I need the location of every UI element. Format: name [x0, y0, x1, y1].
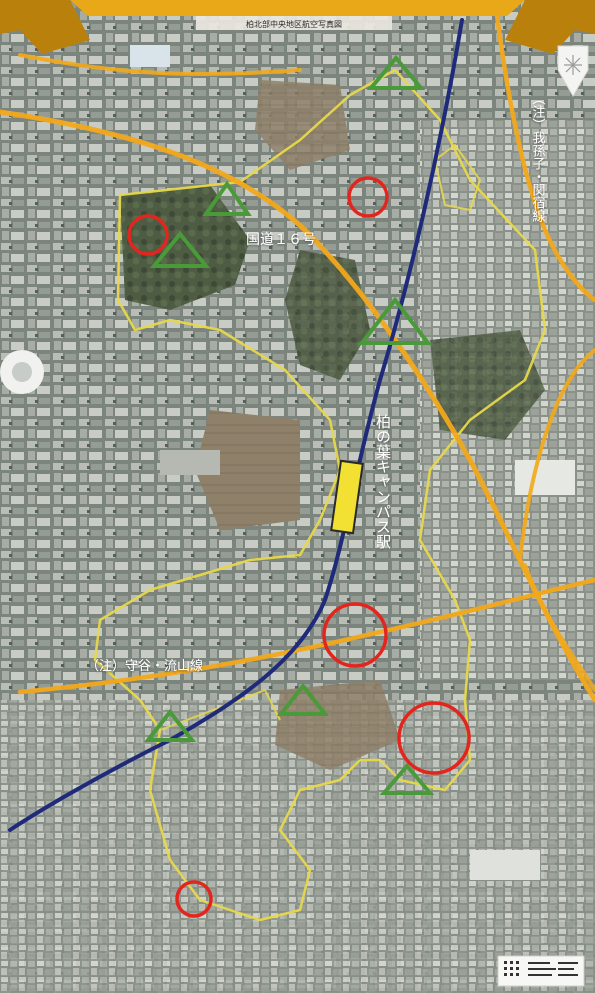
circle-marker [322, 602, 388, 668]
circle-marker [175, 880, 213, 918]
compass-north-icon [557, 45, 589, 98]
cleared-field-south [275, 680, 400, 770]
rail-yard [160, 450, 220, 475]
southeast-road [523, 563, 595, 692]
abiko-line-label: （注）我孫子・関宿線 [530, 92, 546, 222]
triangle-marker [379, 762, 435, 795]
circle-marker [397, 701, 471, 775]
east-road [518, 348, 595, 562]
district-boundary-west [93, 194, 361, 922]
railway-line [8, 18, 464, 832]
triangle-marker [276, 682, 330, 716]
title-banner: 柏北部中央地区航空写真図 [0, 0, 595, 54]
moriya-line-label: （注）守谷・流山線 [86, 658, 203, 674]
north-road [18, 53, 302, 77]
route16-label: 国道１６号 [246, 232, 316, 248]
circle-marker [347, 176, 389, 218]
large-roof [515, 460, 575, 495]
district-boundary-inner [433, 143, 482, 212]
triangle-markers [143, 54, 435, 795]
banner-left-tail [0, 0, 90, 54]
banner-right-tail [505, 0, 595, 54]
moriya-line-road [17, 577, 595, 695]
cleared-field-center [195, 410, 300, 530]
publisher-badge-icon [497, 955, 585, 987]
round-building-core [12, 362, 32, 382]
subtitle-plate [196, 16, 392, 30]
banner-ribbon [70, 0, 525, 16]
district-boundary-north [119, 68, 547, 792]
station-marker [330, 459, 364, 535]
triangle-marker [149, 230, 211, 268]
district-boundary [93, 68, 547, 922]
cleared-field-north [255, 80, 350, 170]
station-label: 柏の葉キャンパス駅 [374, 414, 392, 549]
circle-markers [127, 176, 471, 918]
district-boundary-southwest [159, 688, 281, 731]
abiko-line-road [492, 0, 595, 303]
banner-subtitle: 柏北部中央地区航空写真図 [246, 19, 342, 29]
forest-east [430, 330, 545, 440]
triangle-marker [143, 708, 197, 742]
triangle-marker [202, 180, 252, 216]
pool-building [130, 45, 170, 67]
triangle-marker [366, 54, 426, 90]
triangle-marker [357, 296, 433, 345]
circle-marker [127, 214, 169, 256]
warehouse-roof [470, 850, 540, 880]
